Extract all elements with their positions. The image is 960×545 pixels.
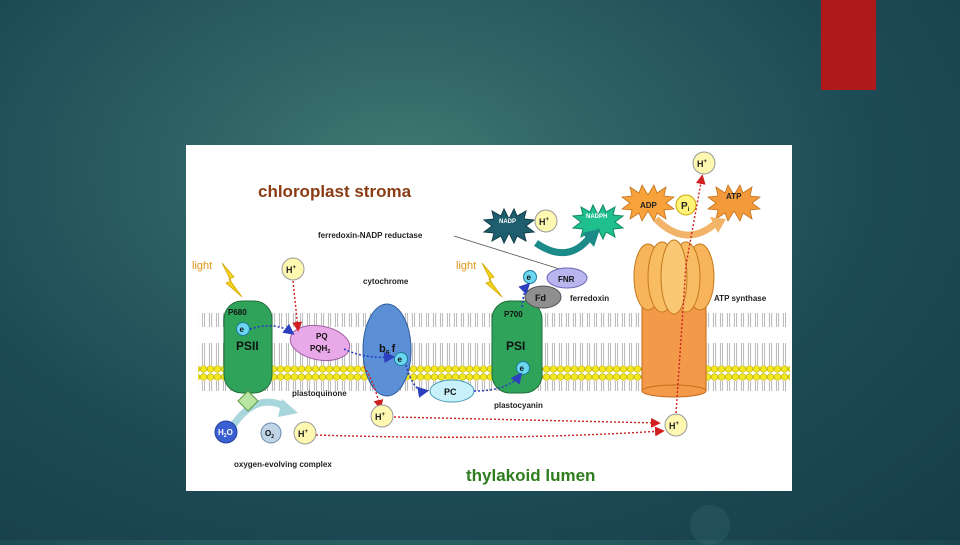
pi-label: Pi — [681, 201, 690, 213]
p700-label: P700 — [504, 310, 523, 319]
plastoquinone-label: plastoquinone — [292, 389, 347, 398]
light-label-left: light — [192, 260, 212, 272]
diagram-panel: chloroplast stroma thylakoid lumen light… — [186, 145, 792, 491]
electron-b6f: e — [394, 352, 408, 366]
svg-text:H+: H+ — [375, 412, 386, 422]
svg-text:H+: H+ — [697, 159, 708, 169]
o2-label: O2 — [265, 429, 274, 440]
accent-bar — [821, 0, 876, 90]
h-ion-oec — [293, 421, 317, 445]
pc-label: PC — [444, 387, 457, 397]
plastoquinone-pool — [289, 324, 351, 362]
psii-label: PSII — [236, 339, 259, 353]
nadph-star — [571, 203, 625, 241]
cytochrome-b6f — [362, 303, 412, 397]
o2-circle — [260, 422, 282, 444]
h-ion-lumen-middle — [370, 404, 394, 428]
fnr-label: FNR — [558, 275, 575, 284]
electron-psi: e — [516, 361, 530, 375]
atp-formation-arrow — [653, 216, 719, 239]
atp-synthase-label: ATP synthase — [714, 294, 767, 303]
adp-star — [620, 184, 676, 222]
h2o-label: H2O — [218, 428, 233, 439]
background-bokeh — [690, 505, 730, 545]
lightning-icon-right — [481, 262, 503, 298]
nadph-formation-arrow — [534, 234, 593, 257]
cytochrome-label: cytochrome — [363, 277, 409, 286]
svg-text:H+: H+ — [669, 421, 680, 431]
nadp-star — [482, 207, 536, 245]
ferredoxin-fnr-complex — [546, 267, 588, 289]
electron-psii: e — [236, 322, 250, 336]
h-ion-nadp — [534, 209, 558, 233]
ferredoxin-fd — [524, 285, 562, 309]
light-label-right: light — [456, 260, 476, 272]
svg-text:H+: H+ — [298, 429, 309, 439]
h-ion-top — [692, 151, 716, 175]
svg-text:e: e — [240, 325, 245, 334]
h-ion-lumen-right — [664, 413, 688, 437]
pi-circle — [675, 194, 697, 216]
pqh2-label: PQH2 — [310, 344, 330, 355]
oec-label: oxygen-evolving complex — [234, 460, 332, 469]
nadph-label: NADPH — [586, 214, 607, 220]
stroma-label: chloroplast stroma — [258, 182, 412, 201]
atp-star — [706, 184, 762, 222]
photosynthesis-diagram: chloroplast stroma thylakoid lumen light… — [192, 151, 790, 485]
oec-diamond — [237, 390, 259, 412]
atp-label: ATP — [726, 192, 742, 201]
svg-text:e: e — [527, 273, 532, 282]
nadp-label: NADP — [499, 219, 516, 225]
h-ion-stroma-left — [281, 257, 305, 281]
atp-synthase-complex — [633, 239, 715, 398]
ferredoxin-label: ferredoxin — [570, 294, 609, 303]
svg-text:H+: H+ — [539, 217, 550, 227]
p680-label: P680 — [228, 308, 247, 317]
adp-label: ADP — [640, 201, 658, 210]
pq-label: PQ — [316, 332, 328, 341]
svg-text:H+: H+ — [286, 265, 297, 275]
fd-label: Fd — [535, 293, 546, 303]
lumen-label: thylakoid lumen — [466, 466, 595, 485]
water-splitting-arrow — [229, 398, 288, 430]
electron-fd: e — [523, 270, 537, 284]
svg-text:e: e — [398, 355, 403, 364]
svg-text:e: e — [520, 364, 525, 373]
psi-label: PSI — [506, 339, 525, 353]
lightning-icon-left — [221, 262, 243, 298]
h2o-circle — [214, 420, 238, 444]
fnr-full-label: ferredoxin-NADP reductase — [318, 231, 423, 240]
plastocyanin-label: plastocyanin — [494, 401, 543, 410]
